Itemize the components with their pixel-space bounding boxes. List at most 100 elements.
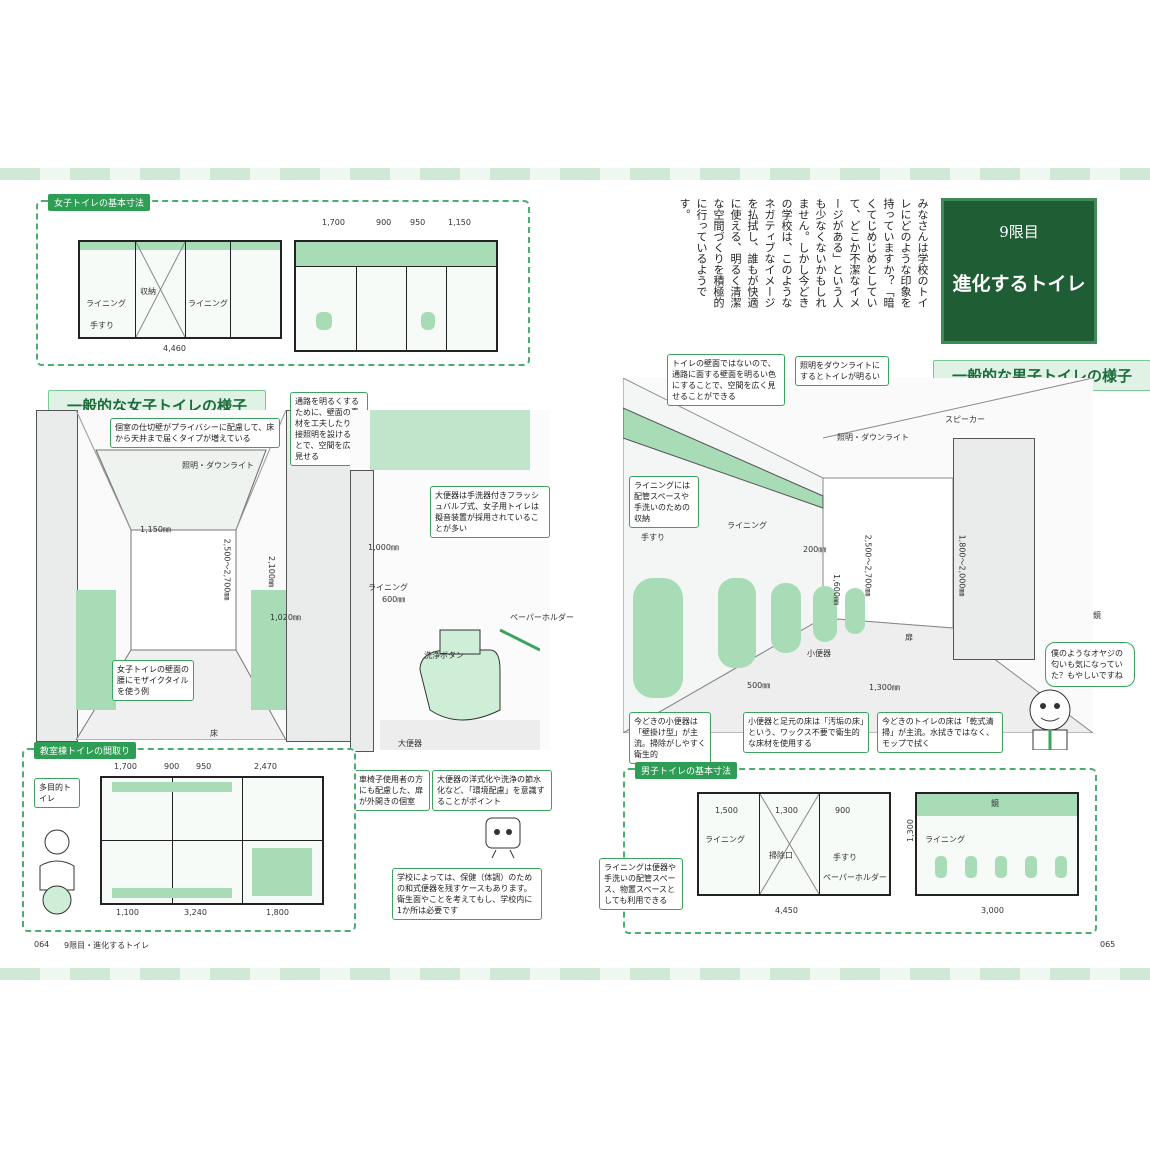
left-note-3: 大便器は手洗器付きフラッシュバルブ式、女子用トイレは擬音装置が採用されていること… — [430, 486, 550, 538]
fixture-1 — [316, 312, 332, 330]
school-floor-plan — [100, 776, 324, 905]
men-elev-urinal-1 — [935, 856, 947, 878]
left-dim-1: 1,150㎜ — [140, 525, 171, 534]
left-note-5: 車椅子使用者の方にも配慮した、扉が外開きの個室 — [354, 770, 430, 811]
men-plan-frame: 男子トイレの基本寸法 ライニング 掃除口 ペーパーホルダー 1,500 1,30… — [623, 762, 1097, 934]
men-elev-label-mirror: 鏡 — [991, 799, 999, 808]
multipurpose-figure — [39, 829, 75, 915]
elev-dim-1: 1,700 — [322, 218, 345, 227]
school-plan-frame: 教室棟トイレの間取り 多目的トイレ 1,700 900 950 2,470 1,… — [22, 742, 356, 932]
left-running-head: 9限目・進化するトイレ — [64, 941, 150, 950]
mosaic-wall-right — [251, 590, 286, 710]
right-dim-1: 2,500〜2,700㎜ — [863, 534, 873, 597]
men-elev-urinal-3 — [995, 856, 1007, 878]
women-plan-frame: 女子トイレの基本寸法 ライニング ライニング 収納 手すり 4,460 1,70… — [36, 194, 530, 366]
men-plan-dim-1: 1,500 — [715, 806, 738, 815]
men-room-illustration — [623, 378, 1093, 733]
right-note-4: ライニングには配管スペースや手洗いのための収納 — [629, 476, 699, 528]
women-plan-tag: 女子トイレの基本寸法 — [48, 194, 151, 211]
left-label-floor: 床 — [210, 729, 218, 738]
left-page: 女子トイレの基本寸法 ライニング ライニング 収納 手すり 4,460 1,70… — [22, 194, 574, 950]
elev-dim-3: 950 — [410, 218, 426, 227]
plan-label-2: ライニング — [188, 299, 228, 308]
school-dim-bottom-1: 1,100 — [116, 908, 139, 917]
right-note-6: 小便器と足元の床は「汚垢の床」という、ワックス不要で衛生的な床材を使用する — [743, 712, 869, 753]
right-page: 9限目 進化するトイレ みなさんは学校のトイレにどのような印象を持っていますか？… — [575, 0, 1150, 1150]
men-elev-dim-1: 3,000 — [981, 906, 1004, 915]
toilet-drawing — [380, 628, 540, 750]
men-plan-label-paper: 手すり — [833, 853, 857, 862]
men-elev-urinal-5 — [1055, 856, 1067, 878]
men-plan-tag: 男子トイレの基本寸法 — [635, 762, 738, 779]
intro-text: みなさんは学校のトイレにどのような印象を持っていますか？「暗くてじめじめとしてい… — [678, 198, 929, 308]
school-plan-tag: 教室棟トイレの間取り — [34, 742, 137, 759]
right-dim-3: 1,600㎜ — [831, 574, 841, 605]
right-label-mirror: 鏡 — [1093, 611, 1101, 620]
chalkboard-title: 9限目 進化するトイレ — [941, 198, 1097, 344]
men-plan-dim-4: 4,450 — [775, 906, 798, 915]
right-dim-2: 1,800〜2,000㎜ — [957, 534, 967, 597]
school-dim-bottom-3: 1,800 — [266, 908, 289, 917]
chalkboard-main: 進化するトイレ — [952, 273, 1086, 295]
left-label-lining: ライニング — [368, 583, 408, 592]
urinal-1 — [633, 578, 683, 698]
men-plan-cross — [760, 794, 819, 894]
urinal-3 — [771, 583, 801, 653]
right-label-door: 扉 — [905, 633, 913, 642]
left-dim-2: 2,500〜2,700㎜ — [222, 538, 232, 601]
men-elev-urinal-2 — [965, 856, 977, 878]
right-page-number: 065 — [1100, 940, 1116, 949]
left-dim-5: 1,000㎜ — [368, 543, 399, 552]
left-note-6: 大便器の洋式化や洗浄の節水化など、「環境配慮」を意識することがポイント — [432, 770, 552, 811]
right-note-7: 今どきのトイレの床は「乾式清掃」が主流。水拭きではなく、モップで拭く — [877, 712, 1003, 753]
mosaic-wall-left — [76, 590, 116, 710]
school-dim-top-1: 1,700 — [114, 762, 137, 771]
stall-upper-panel — [370, 410, 530, 470]
left-dim-3: 2,100㎜ — [266, 556, 276, 587]
chalkboard-sub: 9限目 — [999, 223, 1039, 241]
urinal-2 — [718, 578, 756, 668]
plan-label-4: 手すり — [90, 321, 114, 330]
urinal-4 — [813, 586, 837, 642]
left-dim-4: 1,020㎜ — [270, 613, 301, 622]
left-dim-6: 600㎜ — [382, 595, 406, 604]
left-note-2: 通路を明るくするために、壁面の素材を工夫したり間接照明を設けることで、空間を広く… — [290, 392, 368, 466]
oyaji-mascot — [1029, 689, 1071, 750]
upper-wall — [296, 242, 496, 266]
left-note-4: 女子トイレの壁面の腰にモザイクタイルを使う例 — [112, 660, 194, 701]
plan-fixtures-1 — [112, 782, 232, 792]
men-elev-urinal-4 — [1025, 856, 1037, 878]
stall-door — [350, 470, 374, 752]
school-dim-bottom-2: 3,240 — [184, 908, 207, 917]
school-dim-top-4: 2,470 — [254, 762, 277, 771]
right-label-rail: 手すり — [641, 533, 665, 542]
plan-label-3: 収納 — [140, 287, 156, 296]
school-dim-top-3: 950 — [196, 762, 212, 771]
plan-label-1: ライニング — [86, 299, 126, 308]
men-elev-upper — [917, 794, 1077, 816]
right-label-speaker: スピーカー — [945, 415, 985, 424]
multipurpose-note: 多目的トイレ — [34, 778, 80, 808]
right-note-5: 今どきの小便器は「壁掛け型」が主流。掃除がしやすく衛生的 — [629, 712, 711, 764]
oyaji-speech-bubble: 僕のようなオヤジの匂いも気になっていた？もやしいですね — [1045, 642, 1135, 687]
elev-dim-2: 900 — [376, 218, 392, 227]
right-label-light: 照明・ダウンライト — [837, 433, 909, 442]
plan-fixtures-2 — [112, 888, 232, 898]
plan-width-dim: 4,460 — [163, 344, 186, 353]
lining-strip — [80, 242, 280, 250]
left-page-number: 064 — [34, 940, 50, 949]
top-band — [0, 168, 1150, 180]
right-dim-6: 500㎜ — [747, 681, 771, 690]
men-elev-label-lining: ライニング — [925, 835, 965, 844]
men-plan-note: ライニングは便器や手洗いの配管スペース、物置スペースとしても利用できる — [599, 858, 683, 910]
right-dim-5: 200㎜ — [803, 545, 827, 554]
right-label-urinal: 小便器 — [807, 649, 831, 658]
left-label-paper: ペーパーホルダー — [510, 613, 574, 622]
left-note-1: 個室の仕切壁がプライバシーに配慮して、床から天井まで届くタイプが増えている — [110, 418, 280, 448]
men-plan-label-1: ライニング — [705, 835, 745, 844]
right-dim-4: 1,300㎜ — [869, 683, 900, 692]
cross-mark — [136, 242, 185, 337]
men-plan-dim-3: 900 — [835, 806, 851, 815]
left-partition — [36, 410, 78, 742]
plan-multipurpose — [252, 848, 312, 896]
